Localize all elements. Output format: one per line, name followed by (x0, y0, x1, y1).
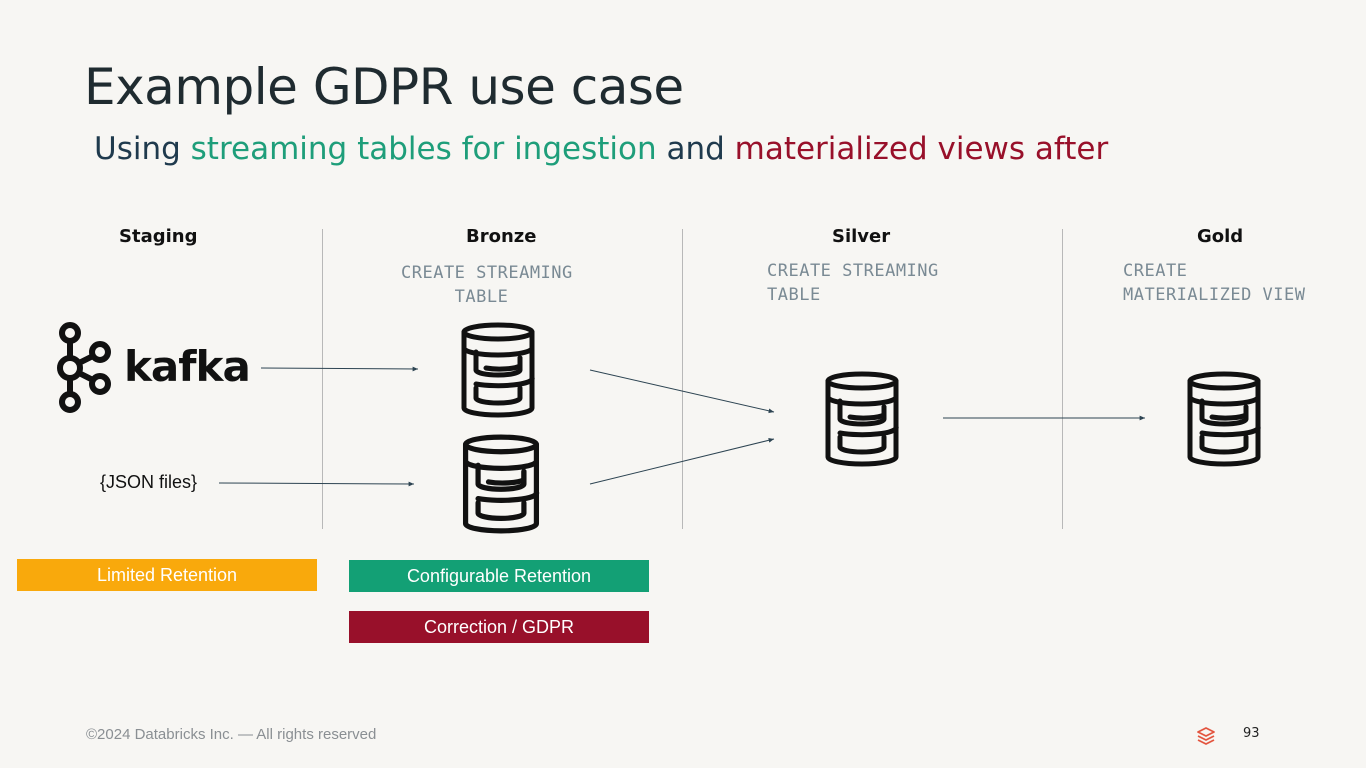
bronze-table-2-icon (458, 434, 544, 534)
correction-gdpr-label: Correction / GDPR (423, 616, 575, 637)
bronze-heading: Bronze (466, 226, 537, 247)
correction-gdpr-badge: Correction / GDPR (349, 611, 649, 643)
bronze-code: CREATE STREAMING TABLE (401, 263, 573, 307)
limited-retention-label: Limited Retention (96, 564, 238, 585)
subtitle-streaming-tables: streaming tables for ingestion (190, 131, 657, 167)
kafka-label: kafka (124, 342, 251, 391)
kafka-logo-icon (57, 322, 111, 413)
arrow-bronze2-silver (589, 437, 775, 485)
bronze-table-1-icon (458, 322, 538, 418)
copyright-footer: ©2024 Databricks Inc. — All rights reser… (86, 726, 377, 743)
silver-table-icon (822, 371, 902, 467)
divider-silver-gold (1062, 229, 1063, 529)
arrow-json-bronze (218, 481, 415, 487)
slide-subtitle: Using streaming tables for ingestion and… (94, 131, 1108, 167)
subtitle-part-3: and (656, 131, 735, 167)
subtitle-materialized-views: materialized views after (734, 131, 1109, 167)
json-files-label: {JSON files} (100, 472, 198, 492)
silver-heading: Silver (832, 226, 891, 247)
gold-code: CREATE MATERIALIZED VIEW (1123, 261, 1306, 305)
slide-title: Example GDPR use case (84, 58, 684, 116)
divider-staging-bronze (322, 229, 323, 529)
divider-bronze-silver (682, 229, 683, 529)
gold-heading: Gold (1197, 226, 1244, 247)
arrow-bronze1-silver (589, 369, 775, 414)
arrow-kafka-bronze (260, 366, 419, 372)
staging-heading: Staging (119, 226, 198, 247)
configurable-retention-label: Configurable Retention (406, 565, 592, 586)
subtitle-part-1: Using (94, 131, 191, 167)
page-number: 93 (1243, 726, 1260, 741)
databricks-logo-icon (1197, 727, 1215, 745)
gold-table-icon (1184, 371, 1264, 467)
configurable-retention-badge: Configurable Retention (349, 560, 649, 592)
silver-code: CREATE STREAMING TABLE (767, 261, 939, 305)
limited-retention-badge: Limited Retention (17, 559, 317, 591)
